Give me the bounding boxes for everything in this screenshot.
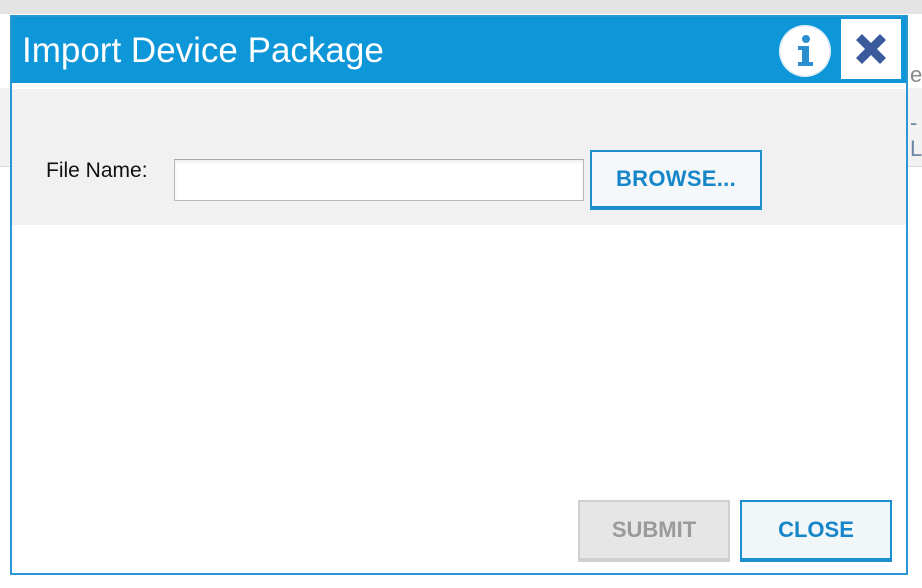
- browse-button[interactable]: BROWSE...: [590, 150, 762, 210]
- info-button[interactable]: [779, 25, 831, 77]
- file-name-label: File Name:: [46, 159, 148, 182]
- submit-button[interactable]: SUBMIT: [578, 500, 730, 562]
- dialog-title: Import Device Package: [22, 31, 384, 70]
- dialog-titlebar: Import Device Package: [12, 17, 906, 83]
- import-device-package-dialog: Import Device Package File Name: BROWSE.…: [10, 15, 908, 575]
- file-name-input[interactable]: [174, 159, 584, 201]
- file-selection-section: File Name: BROWSE...: [12, 89, 906, 225]
- background-partial-text: e: [910, 62, 922, 87]
- dialog-close-x-button[interactable]: [841, 19, 901, 79]
- info-icon: [779, 25, 831, 77]
- close-button[interactable]: CLOSE: [740, 500, 892, 562]
- close-icon: [856, 34, 886, 64]
- background-partial-link: -L: [910, 110, 922, 161]
